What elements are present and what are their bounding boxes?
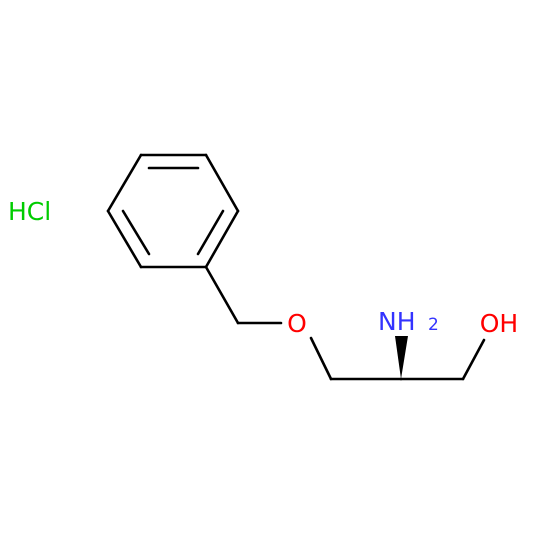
- amine-subscript: 2: [428, 315, 439, 335]
- stereo-wedge: [395, 336, 408, 379]
- chain-bonds: [204, 265, 486, 381]
- ether-oxygen-label: O: [287, 309, 307, 338]
- counterion-label: HCl: [8, 197, 51, 226]
- benzene-ring: [106, 153, 240, 269]
- hydroxyl-label: OH: [480, 309, 518, 338]
- amine-nitrogen-label: NH: [378, 307, 416, 336]
